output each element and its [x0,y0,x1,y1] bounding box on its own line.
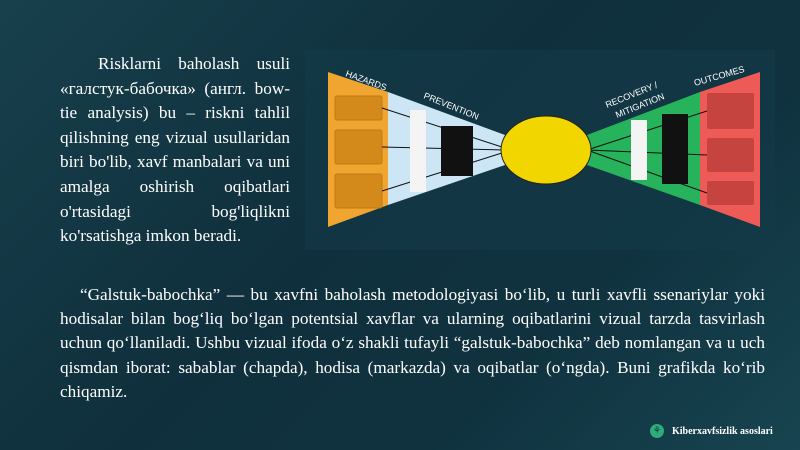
top-event-ellipse [500,115,592,185]
recovery-control [662,114,688,184]
outcome-box [707,181,754,205]
outcome-box [707,93,754,129]
outcome-box [707,138,754,172]
recovery-barrier [631,120,647,180]
prevention-control [441,126,473,176]
leaf-logo-icon: ⚘ [650,424,664,438]
prevention-barrier [410,110,426,192]
footer-title: Kiberxavfsizlik asoslari [672,425,773,437]
hazard-box [334,129,383,165]
main-paragraph: “Galstuk-babochka” — bu xavfni baholash … [60,285,765,401]
footer: ⚘ Kiberxavfsizlik asoslari [650,424,773,438]
bow-tie-diagram: HAZARDS PREVENTION RECOVERY / MITIGATION… [305,50,775,250]
hazard-box [334,173,383,209]
outcome-boxes [707,93,754,205]
hazard-box [334,95,383,121]
intro-paragraph: Risklarni baholash usuli «галстук-бабочк… [60,54,290,246]
hazard-boxes [334,95,383,209]
